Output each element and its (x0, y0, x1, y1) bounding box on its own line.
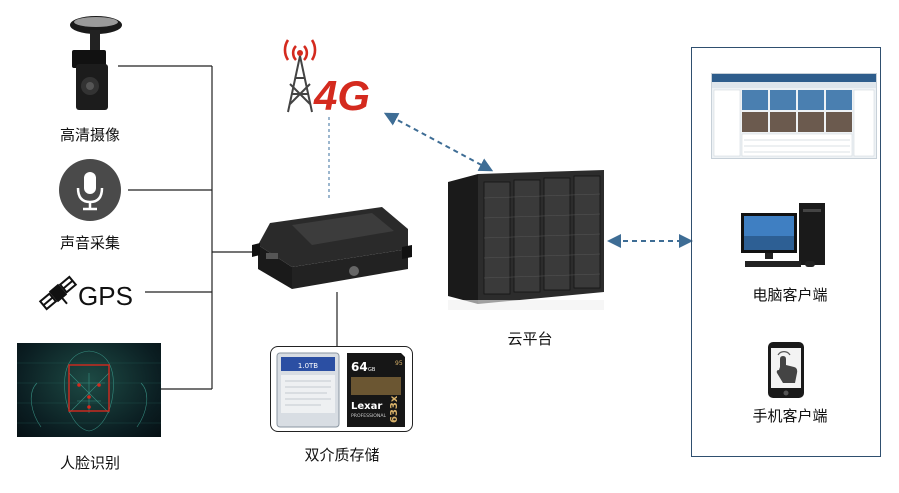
sd-speed: 633x (389, 395, 400, 423)
sd-capacity: 64 (351, 360, 368, 374)
mobile-client-label: 手机客户端 (752, 407, 828, 425)
arrow-4g-cloud (383, 112, 494, 172)
cloud-platform-label: 云平台 (507, 330, 553, 348)
sd-unit: GB (368, 367, 376, 373)
desktop-computer-icon (741, 203, 825, 267)
sd-class: 95 (395, 360, 403, 367)
storage-panel: 1.0TB 64 GB 95 Lexar PROFESSIONAL 633x (270, 346, 413, 432)
hd-camera-icon (70, 16, 122, 110)
sd-line: PROFESSIONAL (351, 413, 387, 419)
client-panel (691, 47, 881, 457)
gps-label: GPS (78, 281, 133, 311)
satellite-icon (38, 275, 78, 311)
4g-tower-icon: 4G (283, 39, 370, 116)
mobile-phone-icon (768, 342, 804, 398)
pc-client-label: 电脑客户端 (752, 286, 828, 304)
face-recognition-image (17, 343, 161, 437)
hd-camera-label: 高清摄像 (59, 126, 120, 144)
hdd-icon: 1.0TB (276, 352, 340, 428)
storage-label: 双介质存储 (304, 446, 380, 464)
cloud-server-icon (448, 170, 604, 310)
hdd-capacity: 1.0TB (298, 362, 318, 370)
4g-text: 4G (313, 72, 370, 116)
face-recognition-label: 人脸识别 (59, 454, 120, 472)
monitoring-software-screenshot (711, 73, 877, 159)
microphone-icon (59, 159, 121, 221)
audio-label: 声音采集 (59, 234, 120, 252)
sd-card-icon: 64 GB 95 Lexar PROFESSIONAL 633x (347, 353, 405, 427)
mdvr-device-icon (252, 207, 412, 289)
sd-brand: Lexar (351, 401, 382, 412)
